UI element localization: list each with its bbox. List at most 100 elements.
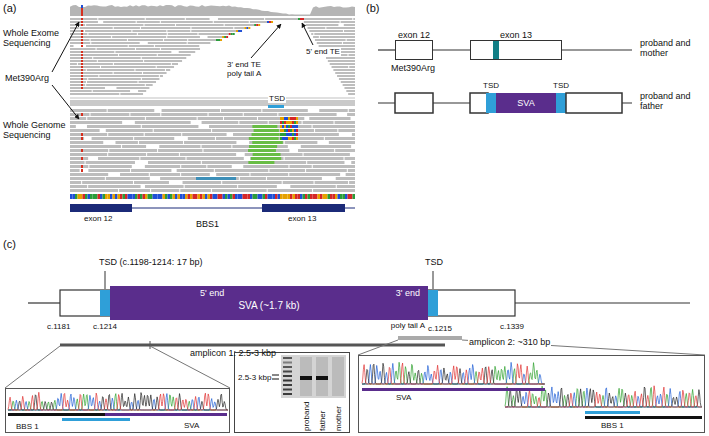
gel-lane	[332, 357, 344, 396]
variant-mark	[81, 165, 83, 168]
gel-lane	[300, 357, 312, 396]
soft-clip	[286, 117, 288, 120]
sequencing-read	[142, 125, 199, 128]
sequencing-read	[101, 66, 156, 68]
sequencing-read	[188, 137, 215, 140]
sample-label: proband and mother	[640, 38, 700, 59]
amplicon-bar	[398, 336, 462, 340]
tsd-bar	[556, 93, 566, 113]
soft-clip	[282, 137, 284, 140]
reference-sequence	[195, 194, 198, 199]
reference-sequence	[230, 194, 233, 199]
sequencing-read	[301, 145, 351, 148]
sequencing-read	[92, 137, 134, 140]
sequencing-read	[70, 145, 121, 148]
reference-sequence	[135, 194, 138, 199]
soft-clip	[290, 133, 292, 136]
reference-sequence	[345, 194, 348, 199]
sequencing-read	[313, 165, 355, 168]
sequencing-read	[70, 81, 86, 83]
sequencing-read	[116, 87, 149, 89]
sequencing-read	[343, 84, 355, 86]
soft-clip	[233, 33, 235, 35]
soft-clip	[236, 30, 238, 32]
reference-sequence	[298, 194, 301, 199]
soft-clip	[284, 117, 286, 120]
sequencing-read	[99, 75, 159, 77]
sequencing-read	[317, 42, 342, 44]
sequence-bar	[585, 416, 702, 419]
sequencing-read	[70, 63, 77, 65]
sequencing-read	[161, 21, 213, 23]
soft-clip	[280, 137, 282, 140]
reference-sequence	[160, 194, 163, 199]
sequencing-read	[70, 78, 87, 80]
reference-sequence	[118, 194, 121, 199]
soft-clip	[284, 121, 286, 124]
variant-mark	[81, 39, 83, 41]
sequencing-read	[134, 181, 169, 184]
sequencing-read	[313, 125, 355, 128]
intron-line	[562, 49, 632, 50]
sequencing-read	[202, 161, 256, 164]
reference-sequence	[123, 194, 126, 199]
sequencing-read	[216, 173, 249, 176]
tsd-label: TSD	[425, 257, 443, 267]
sequencing-read	[161, 48, 200, 50]
reference-sequence	[143, 194, 146, 199]
sequencing-read	[146, 84, 153, 86]
sequencing-read	[120, 173, 149, 176]
sequencing-read	[70, 21, 98, 23]
sequencing-read	[138, 33, 167, 35]
sequencing-read	[70, 125, 76, 128]
sequencing-read	[251, 157, 281, 160]
variant-mark	[81, 63, 83, 65]
reference-sequence	[158, 194, 161, 199]
reference-sequence	[225, 194, 228, 199]
sequencing-read	[87, 125, 141, 128]
sequencing-read	[315, 181, 349, 184]
reference-sequence	[193, 194, 196, 199]
gel-lane	[316, 357, 328, 396]
sequencing-read	[70, 30, 84, 32]
node-text: proband	[302, 402, 311, 431]
variant-mark	[81, 33, 83, 35]
variant-mark	[81, 133, 83, 136]
sequencing-read	[196, 177, 236, 180]
sequencing-read	[348, 169, 355, 172]
sequencing-read	[145, 185, 184, 188]
variant-mark	[81, 18, 83, 20]
sequencing-read	[198, 117, 223, 120]
sequencing-read	[339, 78, 355, 80]
sequencing-read	[319, 109, 347, 112]
sequencing-read	[349, 109, 355, 112]
exon-label: exon 13	[288, 214, 316, 223]
zoom-line	[5, 346, 60, 388]
sequencing-read	[97, 48, 135, 50]
sequencing-read	[93, 57, 140, 59]
soft-clip	[294, 117, 296, 120]
sequencing-read	[86, 161, 135, 164]
sequencing-read	[239, 121, 267, 124]
soft-clip	[300, 18, 302, 20]
soft-clip	[288, 129, 290, 132]
soft-clip	[238, 30, 240, 32]
tsd-label: TSD	[483, 81, 499, 90]
node-text: 5' end	[200, 288, 224, 298]
ladder-band	[283, 384, 292, 386]
sequencing-read	[335, 72, 355, 74]
reference-sequence	[165, 194, 168, 199]
sequencing-read	[212, 129, 255, 132]
sequencing-read	[80, 27, 113, 29]
sequencing-read	[70, 45, 74, 47]
reference-sequence	[280, 194, 283, 199]
sequencing-read	[344, 30, 355, 32]
sequencing-read	[202, 145, 232, 148]
variant-mark	[81, 51, 83, 53]
track-label: Whole Genome Sequencing	[3, 120, 67, 141]
node-text: BBS 1	[16, 422, 39, 431]
soft-clip	[282, 125, 284, 128]
sequencing-read	[181, 165, 206, 168]
variant-mark	[81, 87, 83, 89]
sequencing-read	[86, 84, 145, 86]
